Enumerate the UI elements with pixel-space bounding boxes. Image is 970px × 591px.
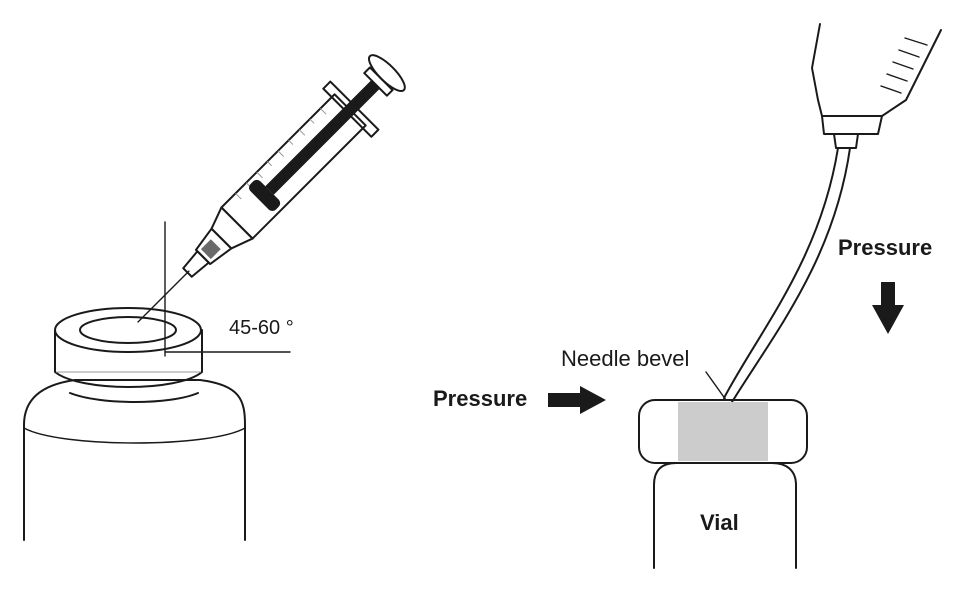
septum	[678, 402, 768, 461]
right-vial-illustration: Needle bevel Vial Pressure Pressure	[433, 23, 942, 569]
vial-label: Vial	[700, 510, 739, 535]
angle-label: 45-60 °	[229, 317, 294, 339]
vial-body	[653, 462, 797, 569]
needle-bevel-pointer	[705, 371, 727, 401]
arrow-down-icon	[872, 282, 904, 334]
cap-band	[54, 329, 203, 388]
bottle-shoulder	[23, 427, 246, 444]
syringe-right-icon	[723, 23, 942, 403]
rubber-stopper	[79, 316, 177, 344]
arrow-right-icon	[548, 386, 606, 414]
cap-top	[54, 307, 202, 353]
pressure-label-vertical: Pressure	[838, 235, 932, 260]
pressure-label-horizontal: Pressure	[433, 386, 527, 411]
syringe-left-icon	[137, 54, 406, 323]
needle-bevel-label: Needle bevel	[561, 346, 689, 371]
bottle-neck	[69, 392, 199, 403]
left-vial-illustration: 45-60 °	[23, 54, 406, 541]
bottle-body	[23, 379, 246, 541]
